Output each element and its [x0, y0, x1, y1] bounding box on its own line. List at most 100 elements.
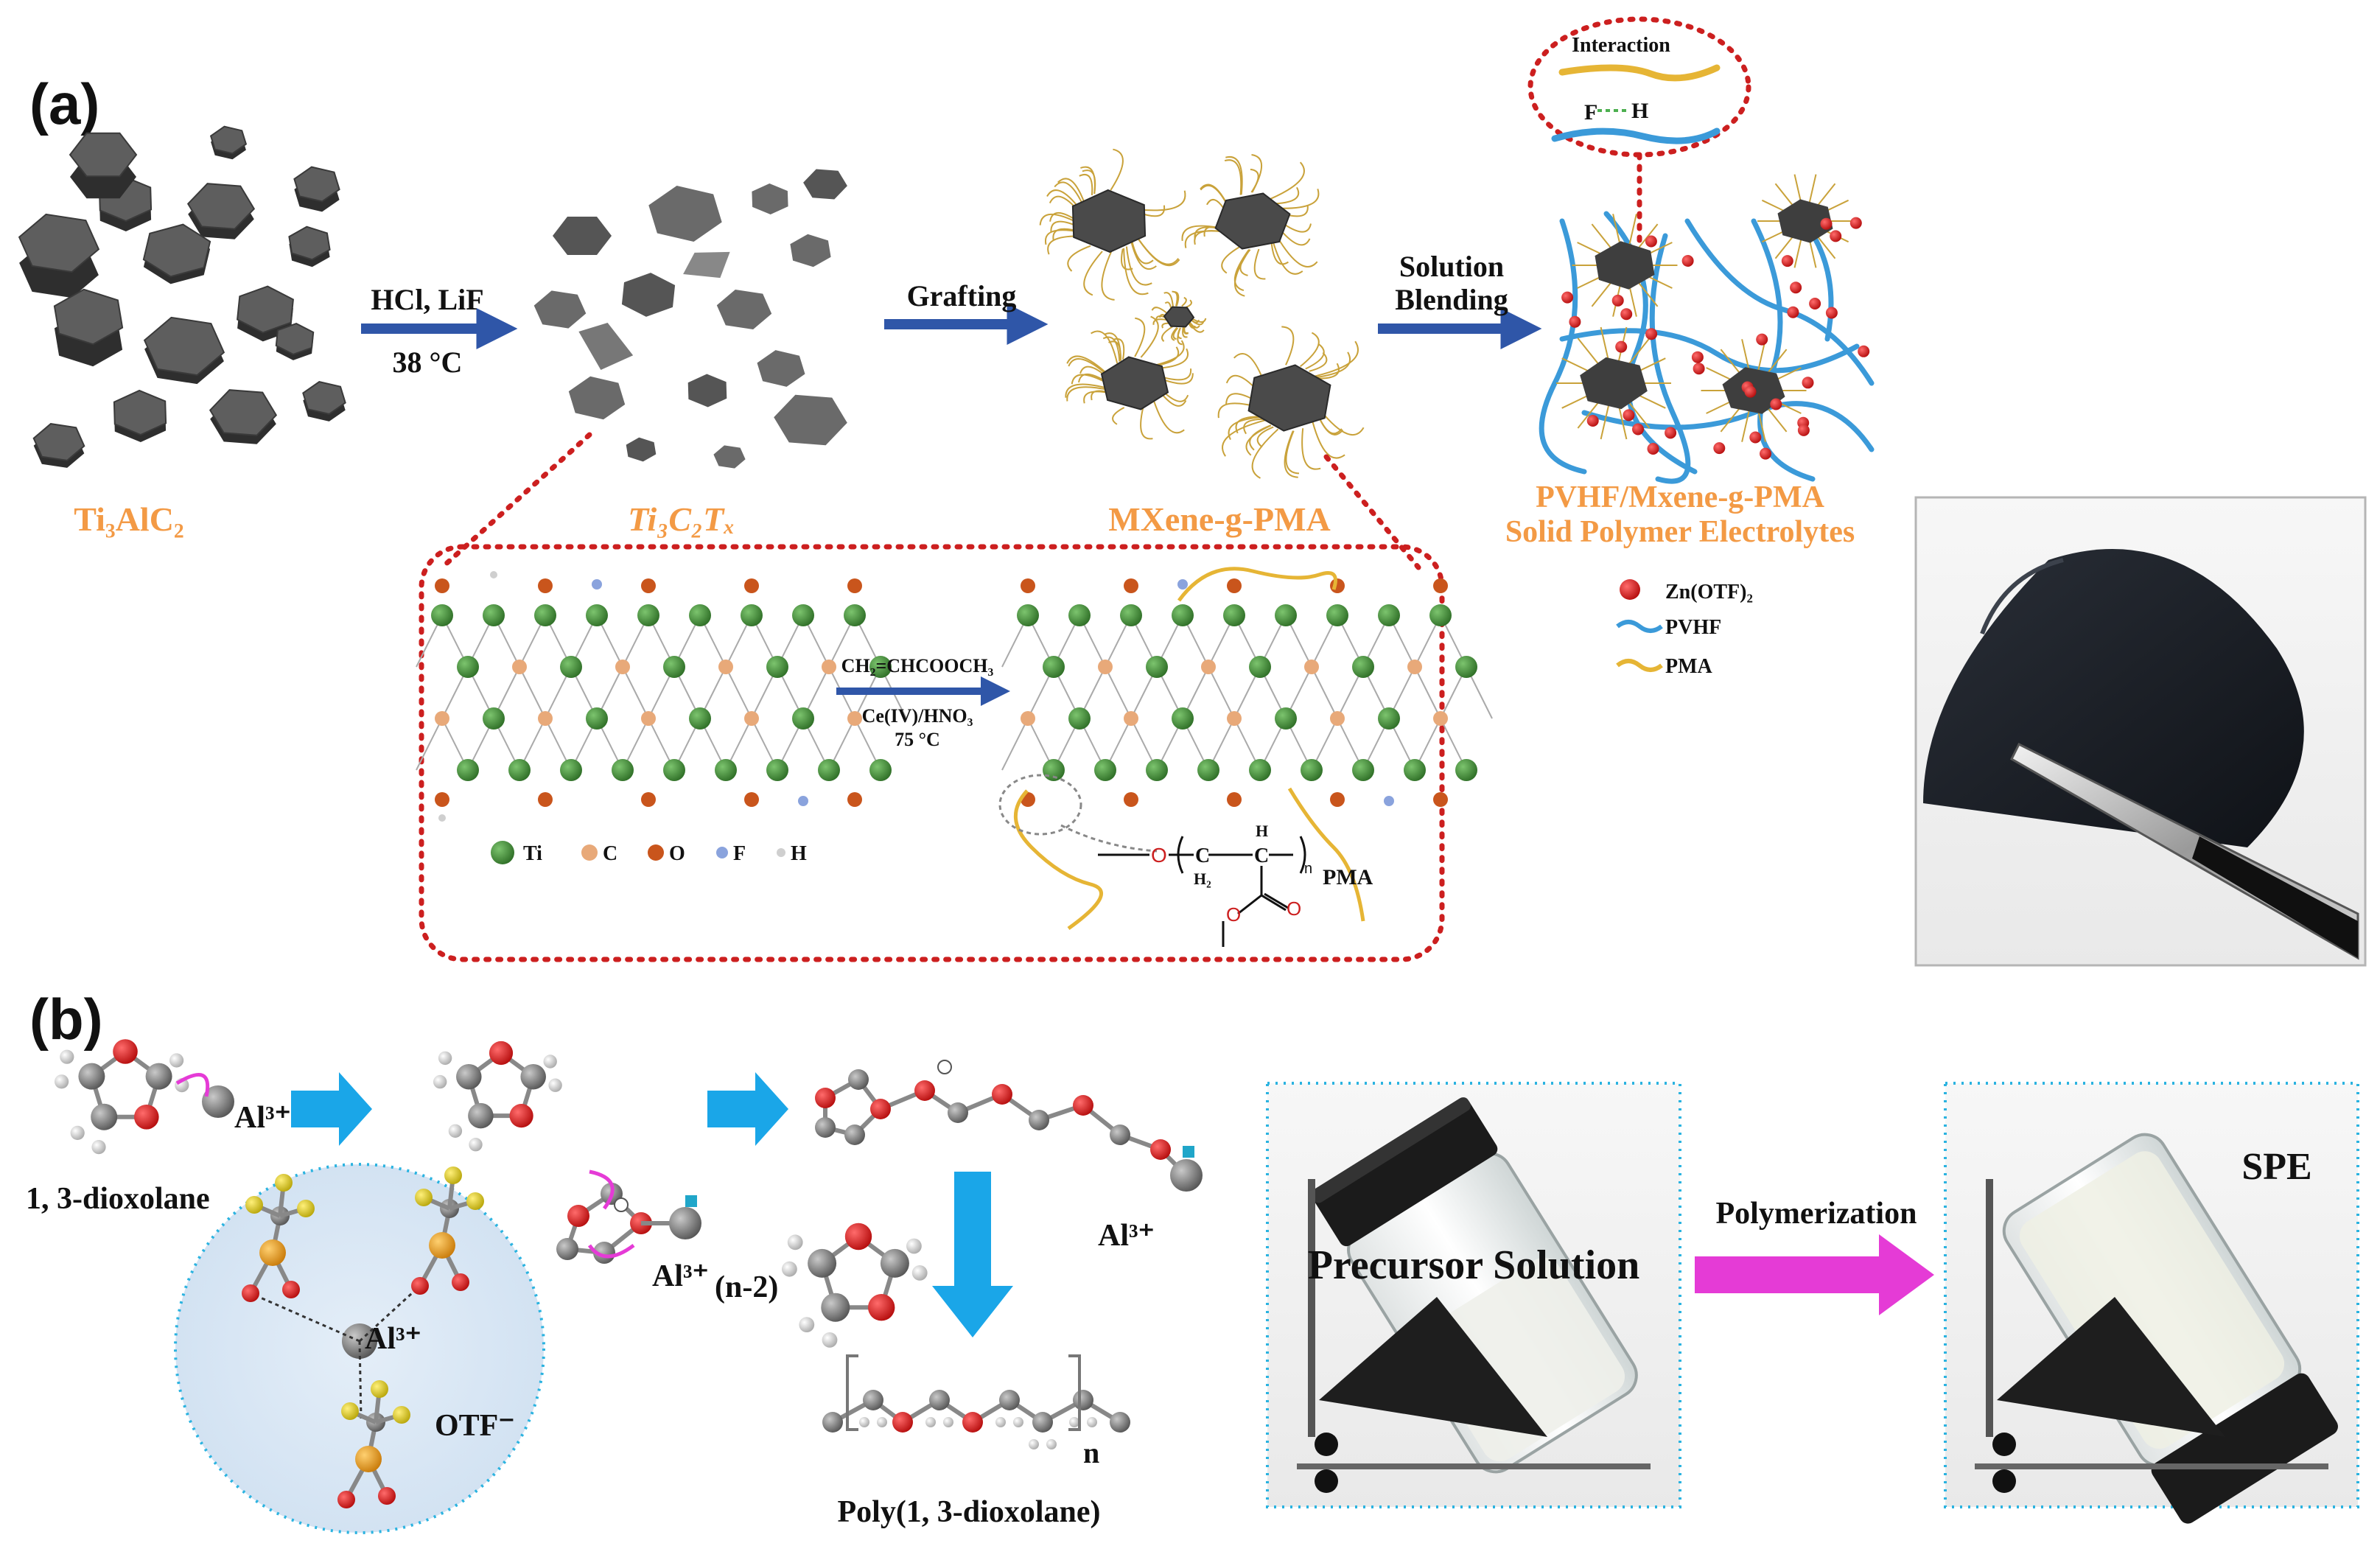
pma-chain-strand: [1276, 236, 1318, 267]
mxene-flake-8: [568, 376, 626, 420]
ti-atom: [508, 759, 531, 781]
pma-chain-strand: [1161, 325, 1174, 342]
zn-salt-dot: [1713, 442, 1726, 455]
pma-o-carbonyl: O: [1287, 898, 1301, 920]
carbon-atom: [456, 1063, 482, 1090]
panel-b-label: (b): [29, 987, 103, 1052]
chain-molecule: [815, 1060, 1203, 1192]
zn-salt-dot: [1647, 443, 1659, 455]
lattice-bond: [725, 666, 752, 719]
ti-atom: [689, 707, 711, 730]
ti-atom: [1172, 707, 1194, 730]
zn-salt-dot: [1681, 255, 1694, 267]
pma-chain-strand: [1140, 408, 1153, 440]
lattice-ti3c2tx: [416, 571, 907, 822]
hydrogen-atom: [548, 1078, 562, 1092]
c-atom: [1304, 660, 1319, 674]
attack-arrow-3: [587, 1243, 635, 1259]
pma-chain-strand: [1066, 386, 1110, 402]
pma-chain-strand: [1154, 340, 1185, 366]
ti-atom: [1146, 656, 1168, 678]
fluorine-atom: [466, 1192, 484, 1210]
pma-chain-strand: [1251, 428, 1279, 479]
mxene-flake-thin-1: [578, 323, 634, 370]
pma-chain-strand: [1305, 343, 1325, 370]
pma-o-ester: O: [1226, 903, 1241, 926]
legend-pvhf-marker: [1616, 620, 1663, 633]
coordination-bond: [250, 1292, 360, 1343]
lattice-bond: [1001, 718, 1029, 771]
carbon-atom: [556, 1238, 578, 1260]
mxene-flake-3: [803, 169, 847, 200]
zn-salt-dot: [1632, 423, 1644, 436]
ti-atom: [431, 604, 453, 626]
carbon-atom: [1073, 1390, 1093, 1410]
pma-chain-strand: [1224, 159, 1242, 195]
max-phase-particle-3: [293, 166, 340, 203]
mxene-flake-5: [533, 290, 587, 329]
pma-chain-strand: [1221, 246, 1241, 274]
pma-chain-strand: [1091, 330, 1119, 364]
grafted-chain-3: [1287, 787, 1365, 922]
al-ion-1-label: Al³⁺: [234, 1101, 291, 1135]
zn-salt-dot: [1744, 385, 1757, 398]
o-termination: [744, 792, 759, 807]
zn-salt-dot: [1809, 298, 1821, 309]
pma-chain-strand: [1079, 174, 1093, 195]
ti-atom: [586, 604, 608, 626]
carbon-atom: [1110, 1412, 1130, 1433]
positive-charge-marker: [937, 1060, 952, 1074]
ti-atom: [457, 759, 479, 781]
grafted-mxene-flake-3: [1100, 356, 1169, 410]
pma-c1: C: [1195, 844, 1210, 867]
c-atom: [1227, 711, 1242, 726]
c-atom: [1407, 660, 1422, 674]
arrow-blending-line2: Blending: [1395, 283, 1508, 316]
ti-atom: [1120, 604, 1142, 626]
negative-charge-marker: [1183, 1146, 1194, 1158]
legend-zn-marker: [1620, 579, 1640, 600]
pma-chain-strand: [1234, 249, 1250, 297]
ti-atom: [586, 707, 608, 730]
otf-al-label: Al³⁺: [365, 1322, 421, 1356]
pma-chain-strand: [1270, 242, 1289, 265]
ti-atom: [1172, 604, 1194, 626]
mxene-flake-0: [553, 217, 612, 255]
o-termination: [435, 578, 449, 593]
polymerization-label: Polymerization: [1716, 1197, 1917, 1231]
hydrogen-atom: [787, 1234, 803, 1251]
oxygen-atom: [962, 1412, 983, 1433]
al-ion-2-label: Al³⁺: [652, 1259, 709, 1293]
o-termination: [1227, 578, 1242, 593]
ti-atom: [766, 656, 788, 678]
pma-chain-strand: [1113, 337, 1125, 360]
pma-chain-strand: [1301, 428, 1321, 470]
max-phase-particle-8: [288, 225, 331, 261]
dioxolane-molecule-2: [782, 1223, 928, 1348]
hydrogen-atom: [911, 1265, 928, 1281]
o-termination: [538, 578, 553, 593]
c-atom: [744, 711, 759, 726]
sulfur-atom: [429, 1232, 455, 1259]
pma-chain-strand: [1251, 154, 1262, 193]
carbon-atom: [1032, 1412, 1053, 1433]
o-termination: [538, 792, 553, 807]
oxygen-atom: [815, 1088, 836, 1108]
hydrogen-atom: [469, 1138, 483, 1152]
negative-charge-marker: [685, 1195, 697, 1207]
legend-pma-marker: [1616, 659, 1663, 672]
legend-pma-label: PMA: [1665, 655, 1713, 678]
c-atom: [1330, 711, 1345, 726]
pma-chain-strand: [1101, 251, 1115, 301]
membrane-photo: [1914, 496, 2367, 967]
reaction-reagent: CH₂=CHCOOCH₃: [841, 655, 994, 676]
precursor-photo: [1266, 1082, 1681, 1508]
pma-chain-strand: [1253, 248, 1266, 280]
ti-atom: [1017, 604, 1039, 626]
zn-salt-dot: [1781, 255, 1793, 267]
pma-chain-strand: [1275, 186, 1300, 205]
mxene-flake-7: [716, 290, 772, 329]
o-termination: [847, 792, 862, 807]
max-phase-particle-12: [302, 381, 346, 415]
oxygen-atom: [844, 1223, 872, 1251]
